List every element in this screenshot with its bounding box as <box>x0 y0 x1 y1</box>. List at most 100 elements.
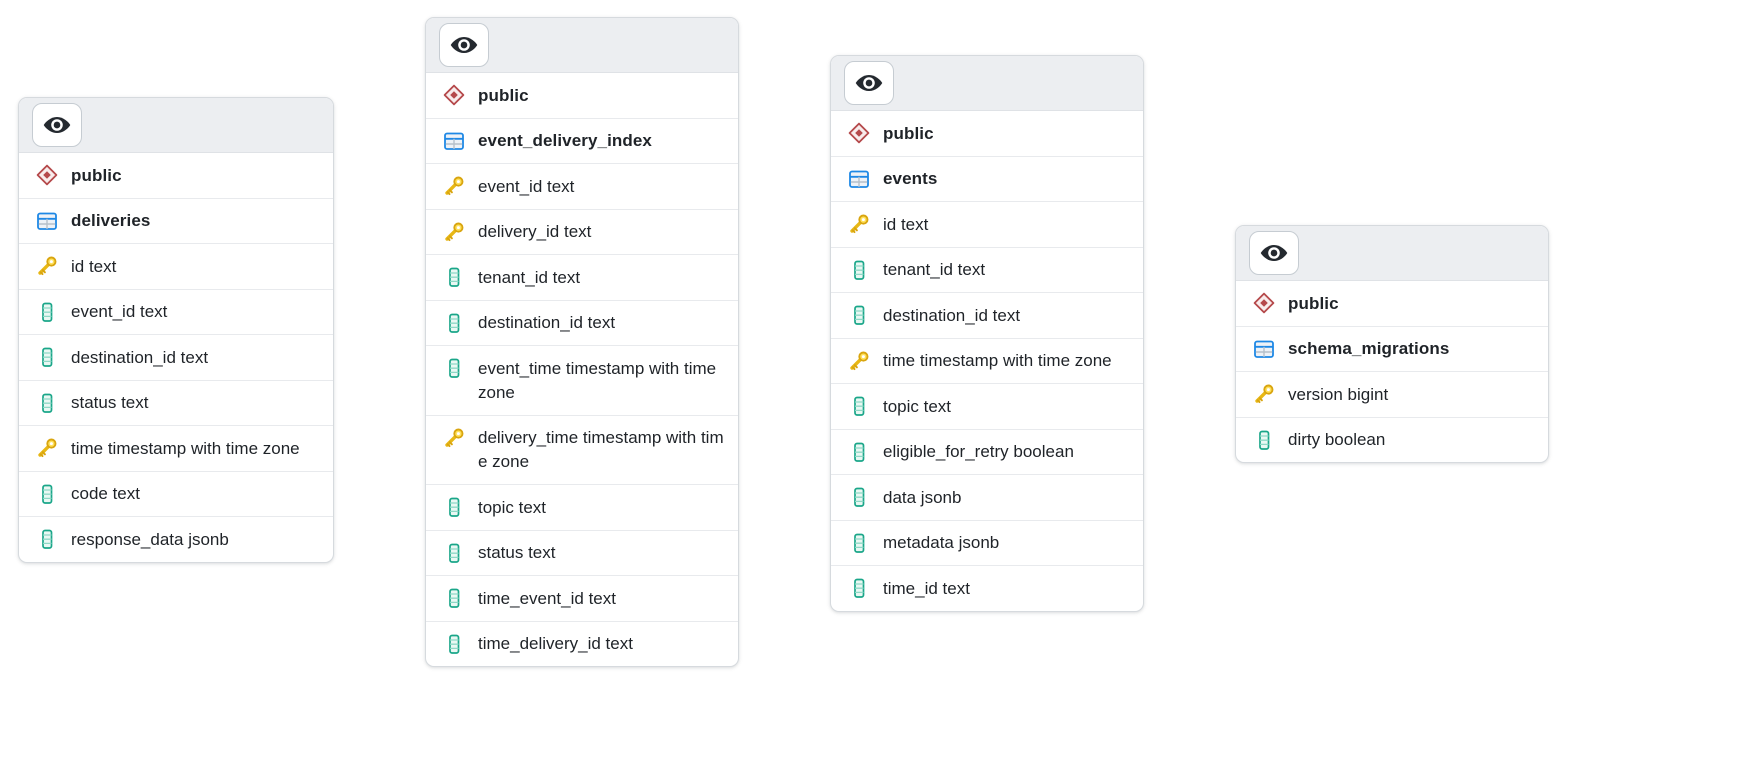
table-grid-icon <box>1252 337 1276 361</box>
eye-icon <box>854 70 884 96</box>
schema-row[interactable]: public <box>831 111 1143 156</box>
column-row[interactable]: eligible_for_retry boolean <box>831 428 1143 475</box>
primary-key-icon <box>847 349 871 373</box>
visibility-toggle-button[interactable] <box>439 23 489 67</box>
table-name-row[interactable]: deliveries <box>19 197 333 244</box>
column-row-label: event_time timestamp with time zone <box>478 358 717 402</box>
column-row[interactable]: delivery_id text <box>426 208 738 255</box>
table-card-deliveries[interactable]: public deliveries id text event_id text dest… <box>18 97 334 563</box>
schema-row[interactable]: public <box>19 153 333 198</box>
column-row[interactable]: delivery_time timestamp with time zone <box>426 414 738 485</box>
column-row[interactable]: id text <box>831 201 1143 247</box>
column-row[interactable]: event_time timestamp with time zone <box>426 345 738 415</box>
column-row[interactable]: time timestamp with time zone <box>831 337 1143 384</box>
column-icon <box>847 303 871 327</box>
column-row[interactable]: event_id text <box>426 163 738 209</box>
column-row-label: destination_id text <box>478 313 616 332</box>
column-row-label: status text <box>478 543 556 562</box>
schema-row[interactable]: public <box>1236 281 1548 326</box>
visibility-toggle-button[interactable] <box>1249 231 1299 275</box>
schema-row[interactable]: public <box>426 73 738 118</box>
column-row[interactable]: status text <box>19 379 333 426</box>
column-row[interactable]: id text <box>19 243 333 289</box>
table-grid-icon <box>847 167 871 191</box>
column-icon <box>847 485 871 509</box>
schema-diamond-icon <box>442 83 466 107</box>
column-icon <box>35 391 59 415</box>
column-row[interactable]: destination_id text <box>831 292 1143 338</box>
table-name-row[interactable]: events <box>831 155 1143 202</box>
column-icon <box>847 531 871 555</box>
column-icon <box>35 345 59 369</box>
column-row-label: dirty boolean <box>1288 430 1386 449</box>
column-icon <box>35 300 59 324</box>
card-header <box>831 56 1143 111</box>
column-row-label: version bigint <box>1288 384 1389 404</box>
schema-diamond-icon <box>1252 291 1276 315</box>
card-header <box>426 18 738 73</box>
column-row[interactable]: tenant_id text <box>426 254 738 300</box>
visibility-toggle-button[interactable] <box>844 61 894 105</box>
column-row-label: metadata jsonb <box>883 533 1000 552</box>
table-name-row[interactable]: schema_migrations <box>1236 325 1548 372</box>
card-header <box>1236 226 1548 281</box>
column-row[interactable]: time_event_id text <box>426 575 738 621</box>
column-row[interactable]: time_id text <box>831 565 1143 611</box>
table-name-row-label: schema_migrations <box>1288 339 1450 358</box>
column-icon <box>847 258 871 282</box>
table-name-row[interactable]: event_delivery_index <box>426 117 738 164</box>
column-row[interactable]: status text <box>426 529 738 576</box>
column-icon <box>1252 428 1276 452</box>
column-row-label: time_delivery_id text <box>478 634 633 653</box>
column-row[interactable]: data jsonb <box>831 474 1143 520</box>
column-row-label: delivery_id text <box>478 222 592 241</box>
column-row[interactable]: time timestamp with time zone <box>19 425 333 471</box>
column-row-label: time_event_id text <box>478 588 616 608</box>
schema-row-label: public <box>883 123 934 143</box>
visibility-toggle-button[interactable] <box>32 103 82 147</box>
schema-row-label: public <box>71 165 122 185</box>
column-icon <box>35 482 59 506</box>
schema-row-label: public <box>1288 293 1339 313</box>
column-row-label: topic text <box>478 497 547 517</box>
column-row[interactable]: dirty boolean <box>1236 416 1548 463</box>
column-row-label: tenant_id text <box>478 267 581 287</box>
column-icon <box>442 356 466 380</box>
column-row[interactable]: topic text <box>831 383 1143 429</box>
column-row[interactable]: destination_id text <box>19 334 333 380</box>
column-row[interactable]: event_id text <box>19 288 333 335</box>
schema-row-label: public <box>478 85 529 105</box>
column-row[interactable]: response_data jsonb <box>19 516 333 562</box>
column-row[interactable]: time_delivery_id text <box>426 620 738 667</box>
card-header <box>19 98 333 153</box>
table-name-row-label: events <box>883 169 938 188</box>
column-row[interactable]: topic text <box>426 484 738 530</box>
primary-key-icon <box>847 212 871 236</box>
column-row-label: destination_id text <box>71 347 209 367</box>
column-icon <box>35 527 59 551</box>
primary-key-icon <box>1252 382 1276 406</box>
column-row-label: code text <box>71 484 140 503</box>
column-row[interactable]: code text <box>19 470 333 517</box>
column-row-label: time_id text <box>883 578 970 598</box>
column-icon <box>847 576 871 600</box>
column-row-label: status text <box>71 393 149 412</box>
column-row-label: id text <box>71 256 117 276</box>
eye-icon <box>449 32 479 58</box>
column-row[interactable]: metadata jsonb <box>831 519 1143 566</box>
column-row[interactable]: tenant_id text <box>831 246 1143 293</box>
column-row-label: delivery_time timestamp with time zone <box>478 428 724 471</box>
column-row[interactable]: version bigint <box>1236 371 1548 417</box>
column-row-label: time timestamp with time zone <box>71 438 300 458</box>
column-row-label: topic text <box>883 396 952 416</box>
column-icon <box>847 394 871 418</box>
column-row-label: eligible_for_retry boolean <box>883 442 1074 461</box>
column-row[interactable]: destination_id text <box>426 299 738 346</box>
column-icon <box>442 586 466 610</box>
primary-key-icon <box>35 254 59 278</box>
eye-icon <box>42 112 72 138</box>
schema-diamond-icon <box>35 163 59 187</box>
